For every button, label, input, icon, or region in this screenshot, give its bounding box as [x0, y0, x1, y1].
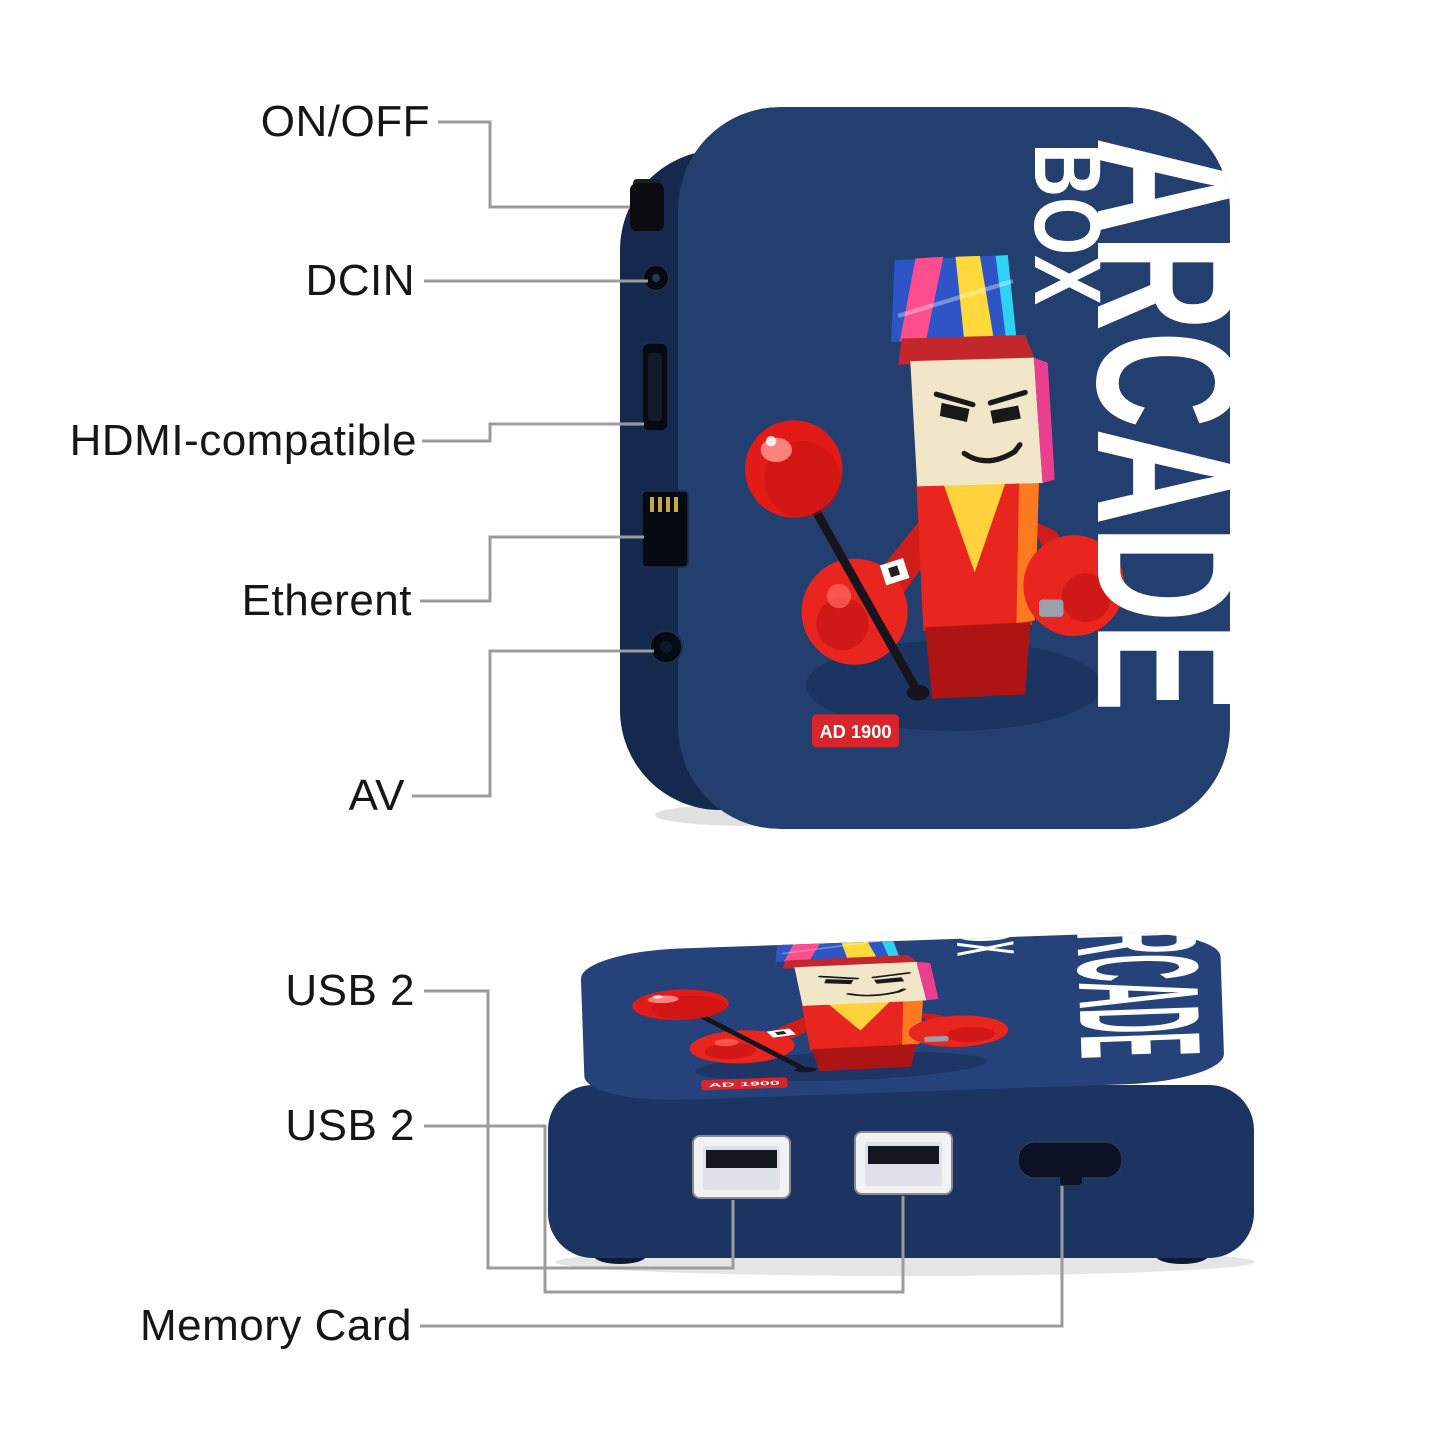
- callout-label-ethernet: Etherent: [241, 576, 412, 625]
- usb-port-1: [692, 1135, 791, 1199]
- power-button: [630, 183, 664, 231]
- callout-label-hdmi: HDMI-compatible: [69, 416, 417, 465]
- callout-label-on-off: ON/OFF: [260, 97, 430, 146]
- arcade-box-bottom-view: BOX ARCADE: [548, 910, 1255, 1276]
- side-ports: [630, 179, 689, 664]
- callout-label-av: AV: [348, 771, 405, 820]
- usb-port-2: [854, 1131, 953, 1195]
- brand-box-text: BOX: [1014, 143, 1120, 305]
- callout-label-usb-2: USB 2: [285, 1101, 415, 1150]
- callout-label-memory-card: Memory Card: [140, 1301, 412, 1350]
- ethernet-port: [641, 490, 689, 568]
- memory-card-slot: [1017, 1141, 1123, 1185]
- arcade-box-top-view: AD 1900 BOX ARCADE: [620, 107, 1245, 829]
- callout-label-dc-in: DCIN: [305, 256, 415, 305]
- callout-label-usb-1: USB 2: [285, 966, 415, 1015]
- brand-box-text: BOX: [939, 910, 1032, 957]
- brand-arcade-text: ARCADE: [1038, 910, 1235, 1061]
- brand-arcade-text: ARCADE: [1055, 137, 1245, 712]
